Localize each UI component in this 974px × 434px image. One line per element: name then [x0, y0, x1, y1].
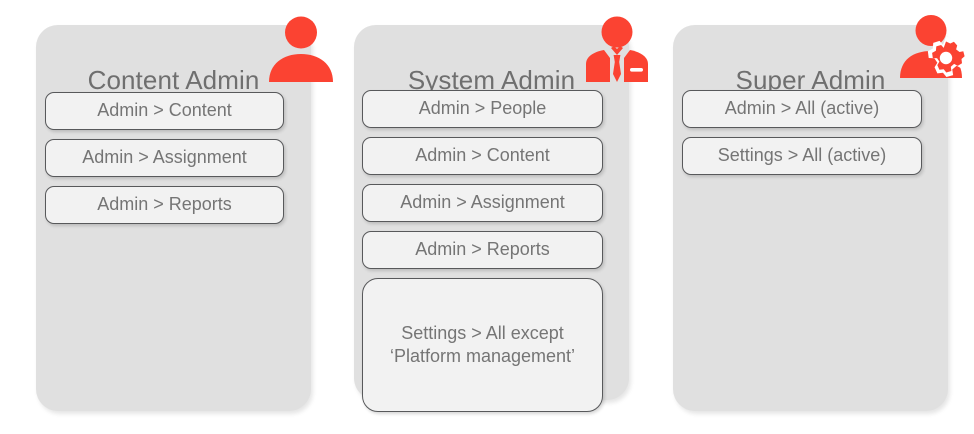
permission-label: Admin > Content — [415, 145, 550, 166]
person-with-gear-icon — [898, 10, 972, 84]
permission-pill-admin-reports[interactable]: Admin > Reports — [362, 231, 603, 269]
permission-label: Admin > Assignment — [400, 192, 565, 213]
role-card-super-admin: Super Admin — [673, 25, 948, 411]
permission-label: Admin > Content — [97, 100, 232, 121]
permission-pill-admin-assignment[interactable]: Admin > Assignment — [45, 139, 284, 177]
person-icon — [264, 12, 338, 86]
person-with-tie-icon — [580, 12, 654, 86]
permission-label: Admin > All (active) — [724, 98, 880, 119]
role-card-title: Content Admin — [87, 65, 260, 95]
permission-pill-admin-content[interactable]: Admin > Content — [362, 137, 603, 175]
permission-label: Admin > Assignment — [82, 147, 247, 168]
permission-pill-admin-content[interactable]: Admin > Content — [45, 92, 284, 130]
permission-label: Admin > Reports — [97, 194, 232, 215]
permission-pill-settings-all-active[interactable]: Settings > All (active) — [682, 137, 922, 175]
permission-pill-admin-all-active[interactable]: Admin > All (active) — [682, 90, 922, 128]
permission-label: Admin > Reports — [415, 239, 550, 260]
permission-pill-admin-assignment[interactable]: Admin > Assignment — [362, 184, 603, 222]
role-card-title: System Admin — [407, 65, 576, 95]
permission-label: Admin > People — [418, 98, 547, 119]
role-card-title: Super Admin — [735, 65, 886, 95]
permission-label-line1: Settings > All except — [401, 322, 564, 343]
permission-pill-settings-all-except[interactable]: Settings > All except ‘Platform manageme… — [362, 278, 603, 412]
permission-label-line2: ‘Platform management’ — [389, 346, 576, 366]
permission-pill-admin-reports[interactable]: Admin > Reports — [45, 186, 284, 224]
permission-pill-admin-people[interactable]: Admin > People — [362, 90, 603, 128]
permission-label: Settings > All (active) — [717, 145, 887, 166]
